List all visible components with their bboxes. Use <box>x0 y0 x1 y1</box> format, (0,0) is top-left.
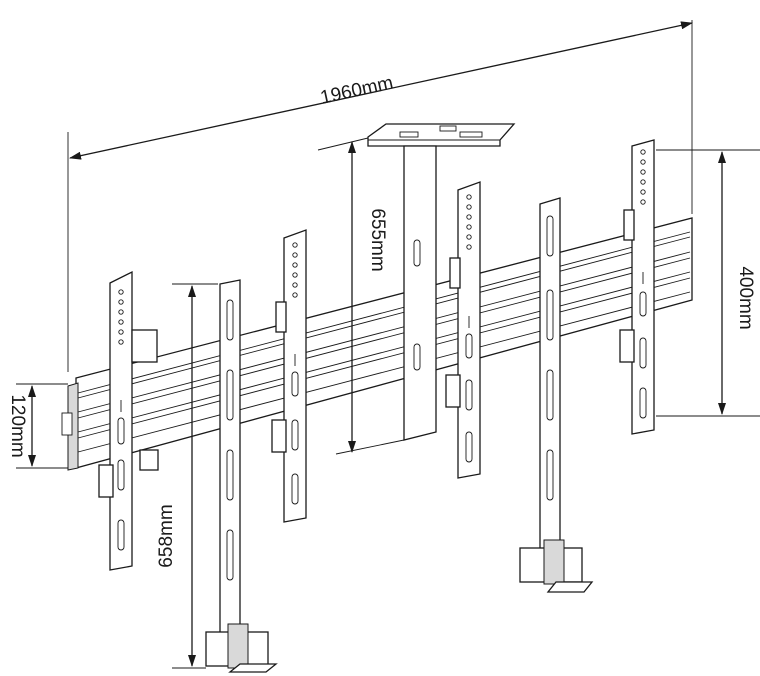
dimension-rail-120: 120mm <box>7 383 68 469</box>
vertical-bracket-1 <box>98 270 159 571</box>
dimension-label-post: 658mm <box>156 504 177 567</box>
floor-post-right <box>519 197 594 593</box>
vertical-bracket-2 <box>271 229 307 523</box>
dimension-spacing-400: 400mm <box>656 149 760 417</box>
floor-post-left <box>205 279 278 673</box>
dimension-label-spacing: 400mm <box>735 266 756 329</box>
dimension-center-655: 655mm <box>317 137 405 455</box>
dimension-post-658: 658mm <box>156 283 218 669</box>
vertical-bracket-3 <box>445 181 481 479</box>
dimension-label-width: 1960mm <box>318 72 395 108</box>
dimension-label-center: 655mm <box>367 208 388 271</box>
dimension-label-rail: 120mm <box>7 394 28 457</box>
